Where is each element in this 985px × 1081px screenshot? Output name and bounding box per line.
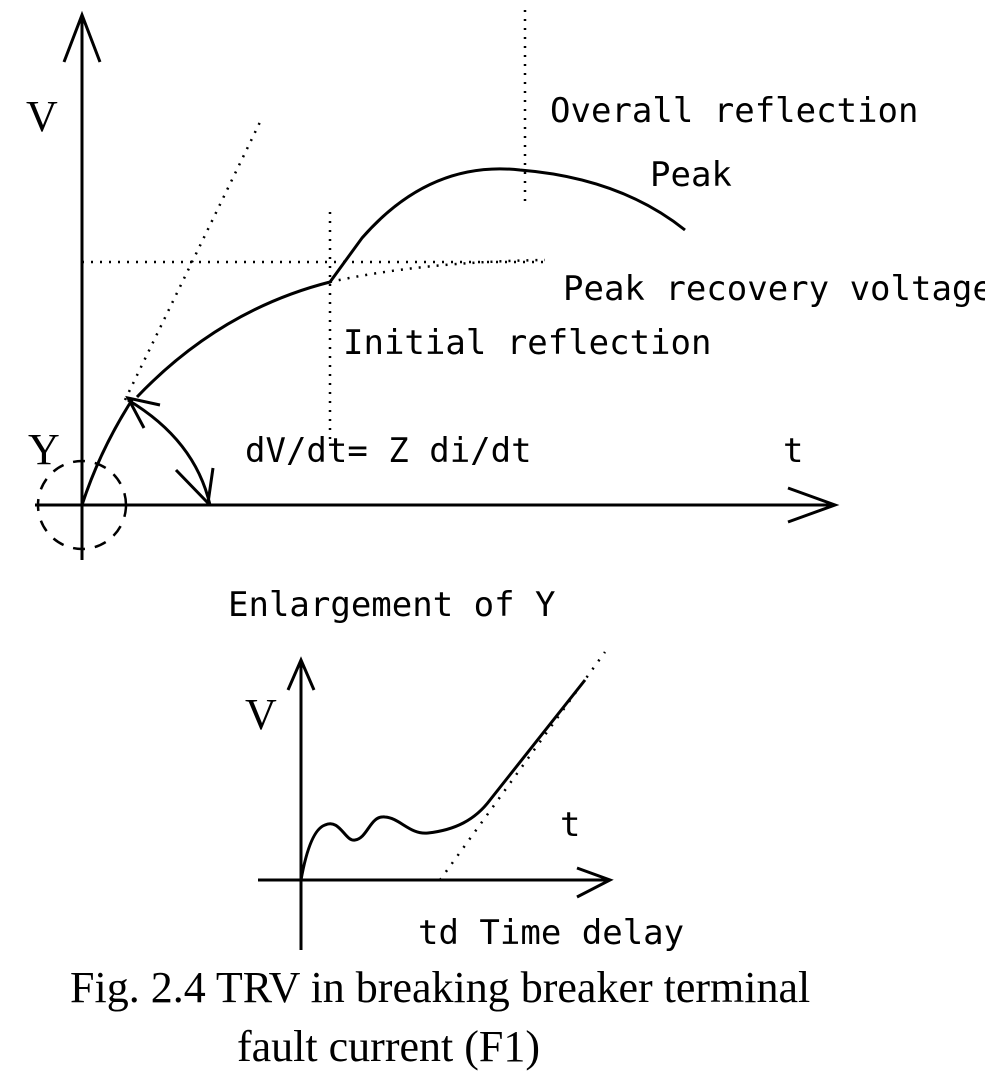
enlarge-y-axis-arrow <box>286 656 316 691</box>
initial-reflection-label: Initial reflection <box>343 323 712 363</box>
overall-reflection-label: Overall reflection <box>550 91 919 131</box>
peak-recovery-voltage-label: Peak recovery voltage <box>563 269 985 309</box>
main-x-axis-arrow <box>787 486 840 524</box>
time-delay-tangent <box>438 651 607 881</box>
enlarge-x-axis-label: t <box>560 805 581 845</box>
slope-formula: dV/dt= Z di/dt <box>245 431 532 471</box>
caption-line-2: fault current (F1) <box>237 1022 540 1071</box>
main-y-axis-arrow <box>62 10 102 63</box>
caption-line-1: Fig. 2.4 TRV in breaking breaker termina… <box>70 963 811 1012</box>
arc-arrow-bottom <box>174 467 215 507</box>
peak-label: Peak <box>650 155 732 195</box>
enlarge-x-axis-arrow <box>576 866 614 899</box>
time-delay-label: td Time delay <box>418 913 685 953</box>
arc-arrow-top <box>125 395 161 429</box>
enlargement-title: Enlargement of Y <box>228 585 556 625</box>
trv-curve-initial <box>80 399 134 506</box>
trv-curve <box>135 167 686 399</box>
main-y-axis-label: V <box>26 92 58 141</box>
enlarge-curve <box>299 679 587 881</box>
enlarge-y-axis-label: V <box>245 690 277 739</box>
main-x-axis-label: t <box>783 431 804 471</box>
curve-extension <box>329 258 546 284</box>
slope-angle-arc <box>127 398 212 506</box>
enlargement-region-circle <box>36 459 128 551</box>
origin-label: Y <box>28 425 60 474</box>
initial-slope-tangent <box>123 117 264 401</box>
